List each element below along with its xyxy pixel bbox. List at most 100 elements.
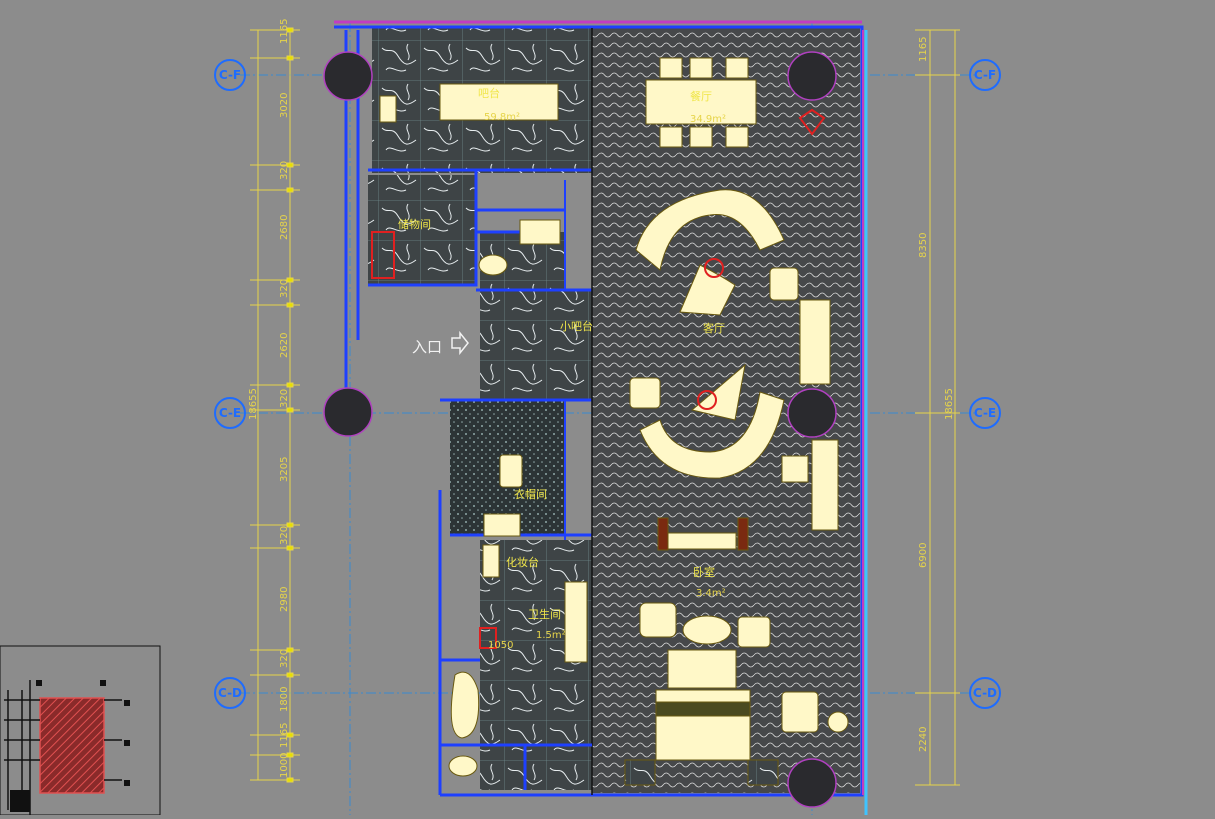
lounge-chair <box>679 264 736 316</box>
area-bedroom: 3.4m² <box>696 588 726 599</box>
armchair <box>769 267 799 301</box>
label-small-area: 小吧台 <box>560 319 593 333</box>
axis-bubble-right-2[interactable]: C-E <box>969 397 1001 429</box>
lounge-chair <box>781 691 819 733</box>
label-bathroom: 卫生间 <box>528 607 561 621</box>
dim-left-13: 1165 <box>279 723 290 748</box>
dim-right-1: 1165 <box>918 37 929 62</box>
axis-bubble-left-3[interactable]: C-D <box>214 677 246 709</box>
bed <box>655 689 751 761</box>
label-cloakroom: 衣帽间 <box>514 487 547 501</box>
dim-right-4: 2240 <box>918 727 929 752</box>
dim-left-7: 320 <box>279 389 290 408</box>
dimension-tick-mark <box>286 522 294 528</box>
label-dining: 餐厅 <box>690 89 712 103</box>
label-bar: 吧台 <box>478 86 500 100</box>
bed-headboard <box>655 701 751 717</box>
laundry-machine <box>483 513 521 537</box>
axis-bubble-left-1[interactable]: C-F <box>214 59 246 91</box>
column <box>787 758 837 808</box>
dim-left-11: 320 <box>279 649 290 668</box>
dimension-chain-right <box>915 29 960 786</box>
side-cabinet <box>811 439 839 531</box>
label-storage: 储物间 <box>398 217 431 231</box>
center-marker-icon <box>704 258 724 278</box>
chair <box>689 57 713 79</box>
storage-marble-floor <box>368 175 476 285</box>
axis-label: C-F <box>219 68 241 82</box>
bench-end <box>657 517 669 551</box>
axis-label: C-D <box>973 686 997 700</box>
dimension-tick-mark <box>286 55 294 61</box>
dim-right-total: 18655 <box>944 388 955 420</box>
dim-right-2: 8350 <box>918 233 929 258</box>
dim-left-3: 320 <box>279 161 290 180</box>
column <box>323 51 373 101</box>
axis-bubble-left-2[interactable]: C-E <box>214 397 246 429</box>
dim-left-14: 1000 <box>279 753 290 778</box>
area-bathroom: 1.5m² <box>536 630 566 641</box>
columns <box>323 51 837 808</box>
dim-left-8: 3205 <box>279 457 290 482</box>
chair <box>725 57 749 79</box>
bar-stool <box>379 95 397 123</box>
key-plan-highlight <box>39 697 105 794</box>
curved-sofa-top <box>635 189 785 271</box>
sink-counter <box>519 219 561 245</box>
dim-left-4: 2680 <box>279 215 290 240</box>
column <box>787 51 837 101</box>
dimension-chain-left <box>250 27 300 783</box>
area-bar: 59.8m² <box>484 112 520 123</box>
appliance-marker <box>371 231 395 279</box>
dim-left-total: 18655 <box>248 388 259 420</box>
toilet <box>448 755 478 777</box>
dimension-tick-mark <box>286 277 294 283</box>
chair <box>659 126 683 148</box>
axis-bubble-right-1[interactable]: C-F <box>969 59 1001 91</box>
appliance-marker <box>479 627 497 649</box>
dim-right-3: 6900 <box>918 543 929 568</box>
dim-left-12: 1800 <box>279 687 290 712</box>
sofa <box>667 649 737 689</box>
dimension-tick-mark <box>286 382 294 388</box>
column <box>323 387 373 437</box>
axis-bubble-right-3[interactable]: C-D <box>969 677 1001 709</box>
curved-sofa-bottom <box>639 391 785 479</box>
vanity-counter <box>564 581 588 663</box>
dimension-tick-mark <box>286 27 294 33</box>
tv-cabinet <box>799 299 831 385</box>
side-table <box>827 711 849 733</box>
dimension-tick-mark <box>286 187 294 193</box>
nightstand <box>747 759 779 786</box>
axis-label: C-E <box>219 406 241 420</box>
label-bedroom: 卧室 <box>693 565 715 579</box>
dim-left-6: 2620 <box>279 333 290 358</box>
dimension-tick-mark <box>286 732 294 738</box>
dimension-tick-mark <box>286 672 294 678</box>
chair <box>725 126 749 148</box>
bar-counter <box>439 83 559 121</box>
chair <box>689 126 713 148</box>
red-markers <box>371 108 826 649</box>
axis-label: C-F <box>974 68 996 82</box>
label-living: 客厅 <box>703 321 725 335</box>
dimension-tick-mark <box>286 647 294 653</box>
chair <box>659 57 683 79</box>
area-dining: 34.9m² <box>690 114 726 125</box>
armchair <box>737 616 771 648</box>
dim-left-9: 320 <box>279 526 290 545</box>
room-labels: 吧台 餐厅 客厅 卧室 卫生间 衣帽间 化妆台 储物间 小吧台 入口 59.8m… <box>398 86 726 651</box>
dim-left-2: 3020 <box>279 93 290 118</box>
key-plan[interactable] <box>0 645 161 816</box>
dim-left-10: 2980 <box>279 587 290 612</box>
lounge-chair <box>690 363 746 421</box>
dimension-tick-mark <box>286 162 294 168</box>
bench-end <box>737 517 749 551</box>
floors <box>368 28 860 793</box>
nightstand <box>624 759 656 786</box>
entrance-area <box>360 285 480 400</box>
furniture <box>379 57 849 786</box>
walls <box>334 25 864 797</box>
